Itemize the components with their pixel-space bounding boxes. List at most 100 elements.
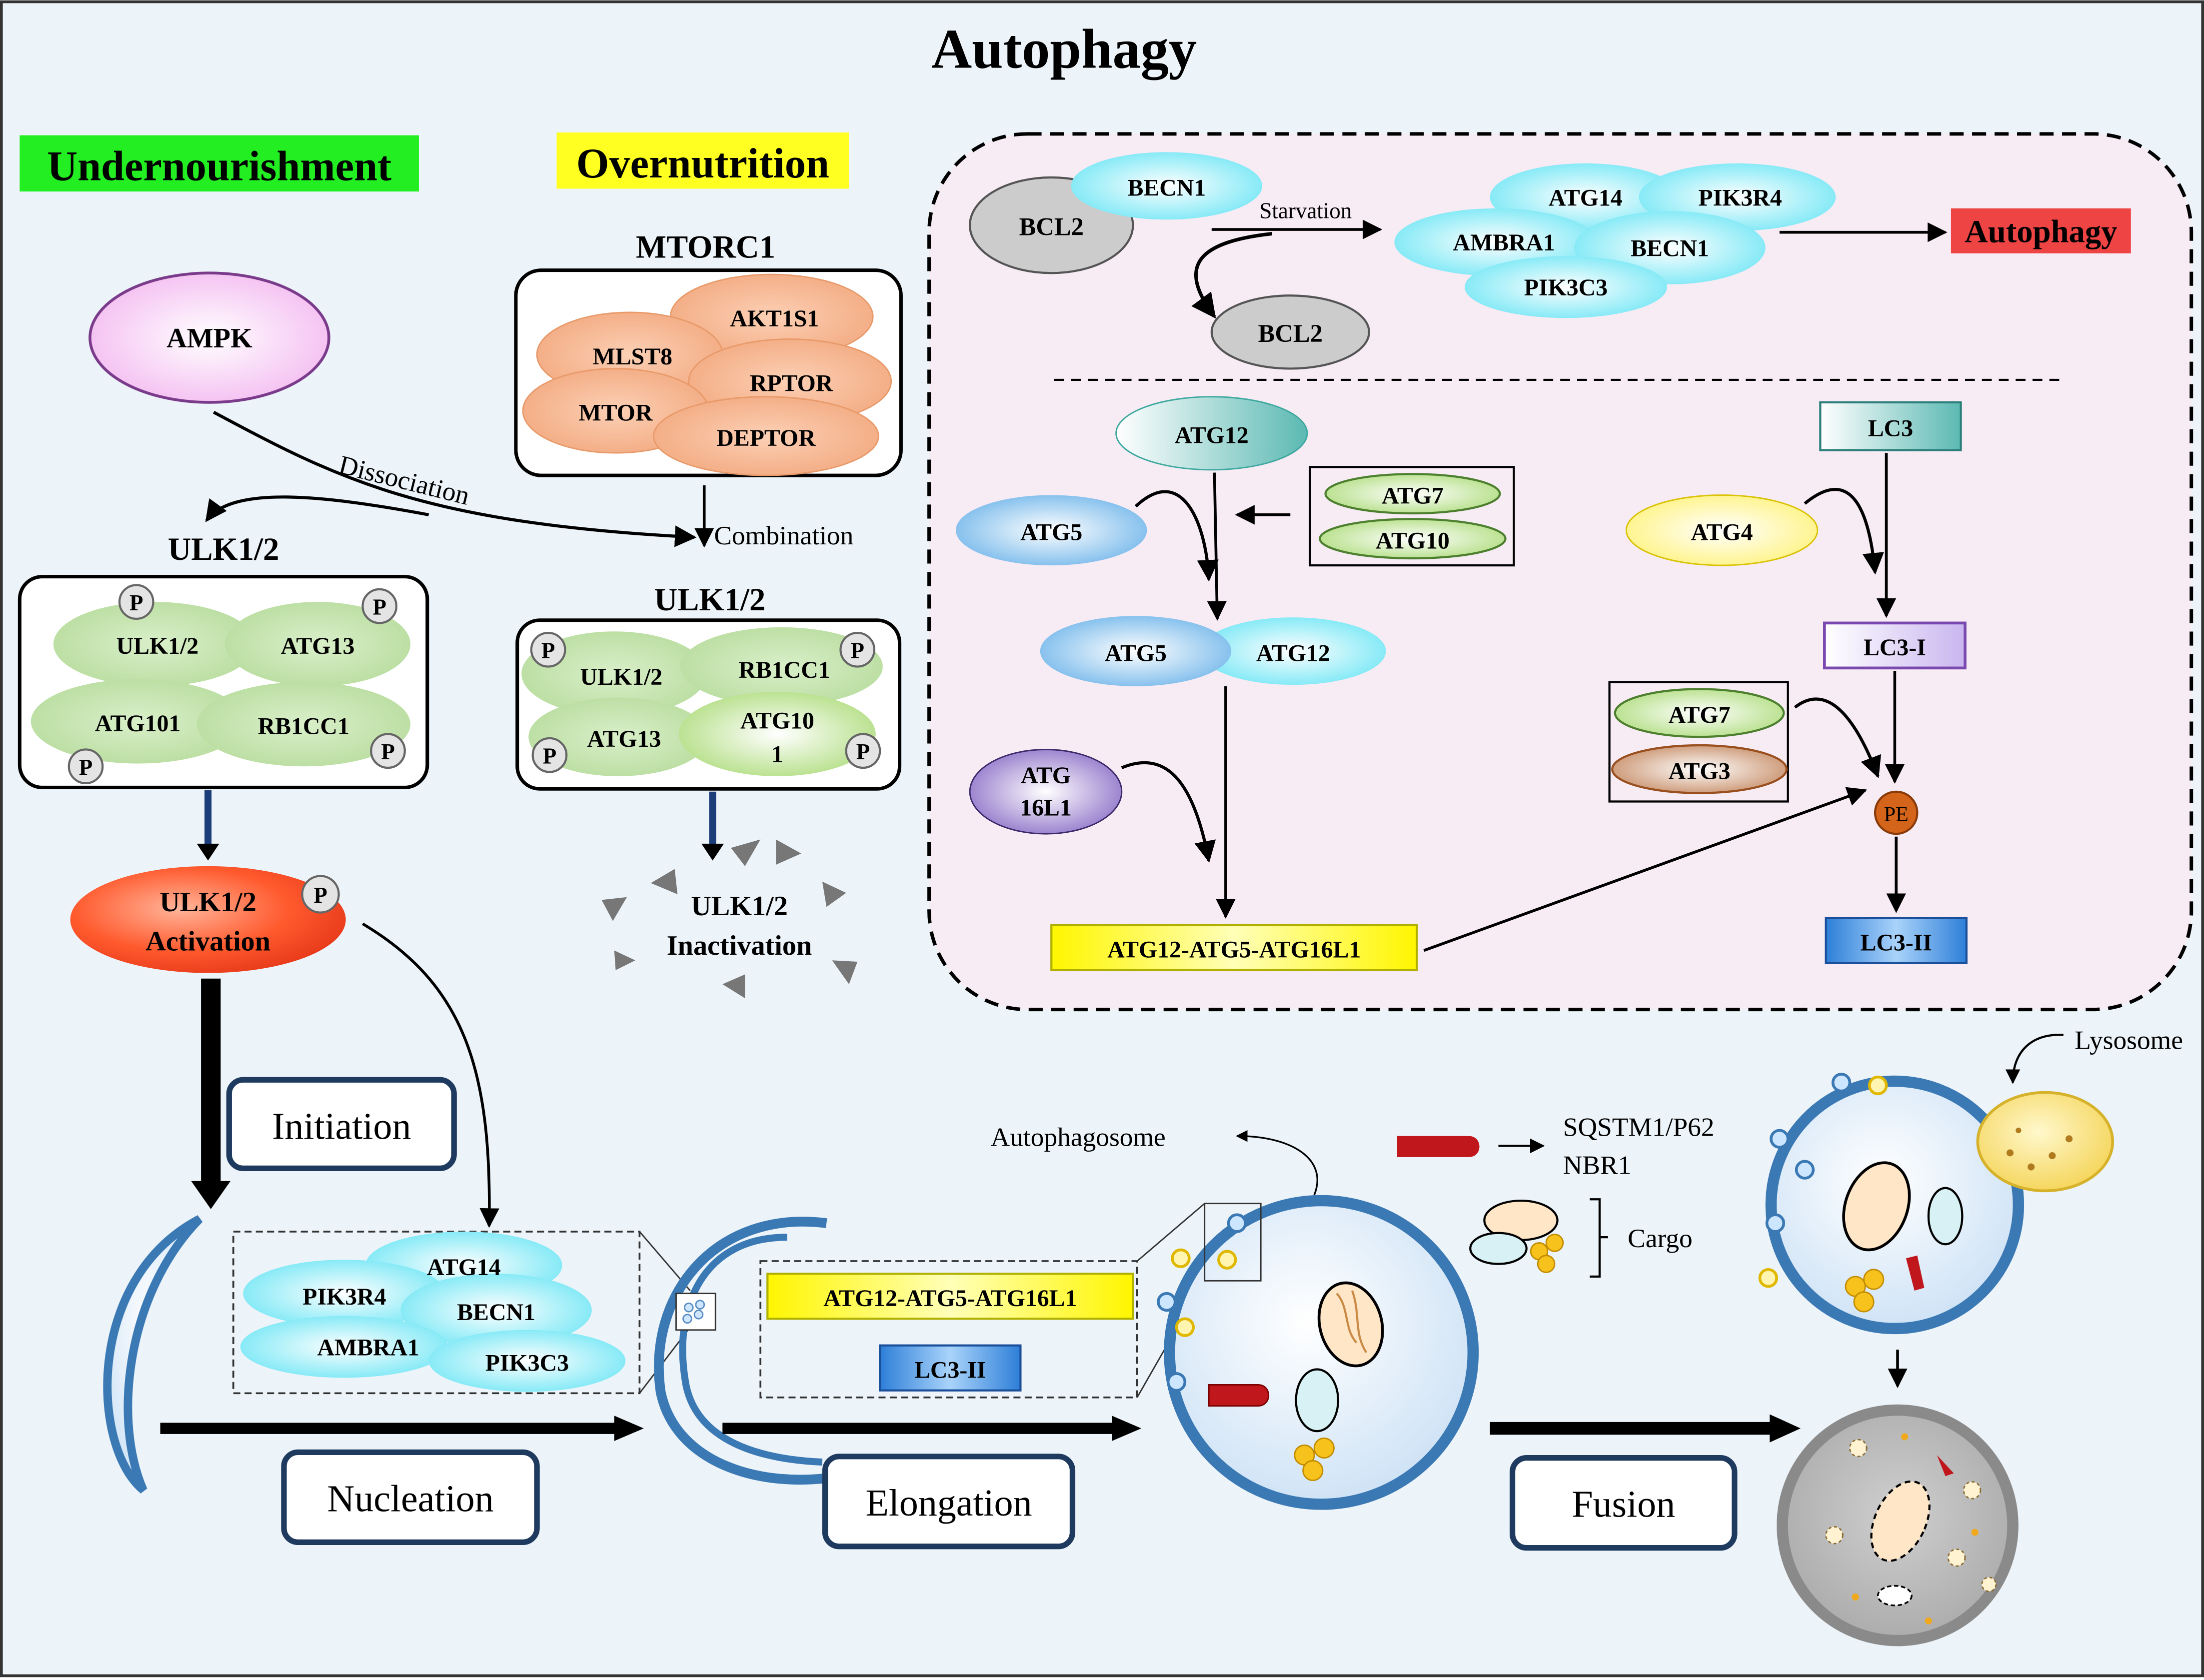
- nuc-becn1-node: [400, 1274, 592, 1347]
- sqstm1-label: SQSTM1/P62: [1563, 1112, 1715, 1142]
- ulk12-mid-node: [521, 631, 707, 716]
- atg16l1-node: [969, 749, 1123, 835]
- svg-text:P: P: [313, 883, 327, 908]
- svg-text:P: P: [129, 590, 143, 615]
- receptor-cargo: [1208, 1384, 1270, 1407]
- atg3-label: ATG3: [1669, 758, 1731, 784]
- activation-to-nucleation-arrow: [362, 922, 499, 1228]
- phospho-marker-activation: [301, 875, 340, 914]
- ampk-node: [88, 271, 330, 404]
- autophagosome-surface-dots: [1157, 1213, 1247, 1392]
- elong-lc3ii-label: LC3-II: [914, 1357, 986, 1383]
- nucleation-box: [281, 1449, 540, 1545]
- pik3c3-label: PIK3C3: [1524, 274, 1608, 301]
- page-title: Autophagy: [931, 18, 1197, 80]
- bcl2-free-node: [1210, 294, 1370, 370]
- atg101-mid-label-1: ATG10: [740, 707, 814, 734]
- initiation-label: Initiation: [272, 1105, 411, 1147]
- combination-label: Combination: [714, 520, 853, 550]
- mlst8-label: MLST8: [593, 343, 672, 370]
- elongating-membrane-outer: [654, 1217, 842, 1485]
- lc3-box: [1819, 401, 1962, 451]
- autophagosome-inset: [1204, 1203, 1262, 1282]
- autophagy-box: [1951, 208, 2131, 253]
- pik3c3-node: [1464, 256, 1667, 318]
- atg12-conj-node: [1200, 617, 1386, 685]
- inactivation-label-2: Inactivation: [667, 930, 812, 961]
- rb1cc1-mid-label: RB1CC1: [738, 657, 830, 683]
- nuc-becn1-label: BECN1: [457, 1299, 535, 1326]
- atg5-label: ATG5: [1020, 519, 1082, 545]
- fusion-box: [1509, 1455, 1738, 1551]
- nuc-atg14-label: ATG14: [427, 1254, 501, 1281]
- mitochondrion: [1317, 1281, 1384, 1368]
- atg5-conj-node: [1040, 616, 1232, 686]
- atg16l1-label-2: 16L1: [1020, 795, 1072, 821]
- lc3i-box: [1823, 621, 1967, 670]
- elongation-label: Elongation: [865, 1482, 1032, 1524]
- atg7-node: [1324, 473, 1501, 515]
- autophagosome-pointer: [1236, 1130, 1318, 1196]
- deptor-node: [653, 396, 879, 476]
- rb1cc1-label: RB1CC1: [258, 713, 349, 740]
- autolysosome-surface-dots: [1758, 1073, 1888, 1288]
- deptor-label: DEPTOR: [716, 425, 816, 451]
- activation-label-2: Activation: [145, 926, 270, 957]
- bcl2-free-label: BCL2: [1258, 319, 1323, 347]
- atg4-cleavage-arrow: [1804, 488, 1884, 575]
- atg16l1-label-1: ATG: [1021, 762, 1071, 789]
- atg14-label: ATG14: [1549, 184, 1623, 211]
- overnutrition-label: Overnutrition: [576, 140, 829, 187]
- atg12-conj-label: ATG12: [1256, 640, 1330, 666]
- atg13-mid-label: ATG13: [587, 726, 661, 752]
- ulk-left-title: ULK1/2: [168, 531, 279, 567]
- nucleation-label: Nucleation: [327, 1478, 494, 1520]
- atg7-atg3-box: [1608, 681, 1789, 803]
- rb1cc1-node: [196, 682, 411, 767]
- cargo-vesicle-icon: [1469, 1232, 1528, 1265]
- lysosome-pointer: [2005, 1034, 2064, 1084]
- atg7-lc3-label: ATG7: [1669, 702, 1731, 728]
- ulk-activation-node: [70, 866, 346, 973]
- atg13-label: ATG13: [281, 633, 355, 659]
- ulk-middle-title: ULK1/2: [654, 581, 766, 617]
- atg3-node: [1611, 744, 1788, 794]
- svg-text:P: P: [851, 638, 864, 663]
- pik3r4-label: PIK3R4: [1698, 184, 1782, 211]
- ulk12-label: ULK1/2: [116, 633, 199, 659]
- atg4-label: ATG4: [1691, 519, 1753, 545]
- svg-text:P: P: [79, 755, 92, 780]
- atg5-conj-label: ATG5: [1105, 640, 1167, 666]
- conj-complex-box: [1050, 924, 1418, 972]
- autophagosome: [1164, 1195, 1479, 1510]
- mtor-label: MTOR: [579, 399, 653, 426]
- overnutrition-highlight: [556, 132, 849, 189]
- nuc-pik3r4-label: PIK3R4: [302, 1284, 386, 1310]
- elong-conj-label: ATG12-ATG5-ATG16L1: [823, 1285, 1077, 1312]
- nucleation-complex-box: [232, 1231, 641, 1395]
- nuc-pik3c3-node: [428, 1330, 626, 1392]
- atg13-mid-node: [528, 697, 709, 776]
- dissociation-arrow: [205, 495, 429, 522]
- inactivation-label-1: ULK1/2: [691, 891, 788, 922]
- elongating-membrane-inner: [679, 1234, 823, 1466]
- rptor-label: RPTOR: [750, 370, 833, 396]
- atg101-mid-node: [679, 692, 876, 776]
- svg-text:P: P: [541, 638, 555, 663]
- pe-label: PE: [1884, 803, 1909, 826]
- atg12-node: [1115, 396, 1308, 471]
- becn1-label: BECN1: [1127, 175, 1206, 201]
- bcl2-label: BCL2: [1019, 212, 1084, 240]
- cargo-label: Cargo: [1628, 1223, 1693, 1253]
- atg7-label: ATG7: [1382, 482, 1444, 509]
- starvation-label: Starvation: [1259, 198, 1352, 223]
- lysosome-label: Lysosome: [2075, 1025, 2183, 1055]
- ambra1-label: AMBRA1: [1453, 229, 1555, 256]
- lc3-label: LC3: [1868, 415, 1913, 441]
- autophagosome-label: Autophagosome: [991, 1122, 1166, 1152]
- aggregate-cargo: [1294, 1437, 1335, 1482]
- rb1cc1-mid-node: [680, 627, 883, 706]
- autophagy-label: Autophagy: [1965, 213, 2117, 249]
